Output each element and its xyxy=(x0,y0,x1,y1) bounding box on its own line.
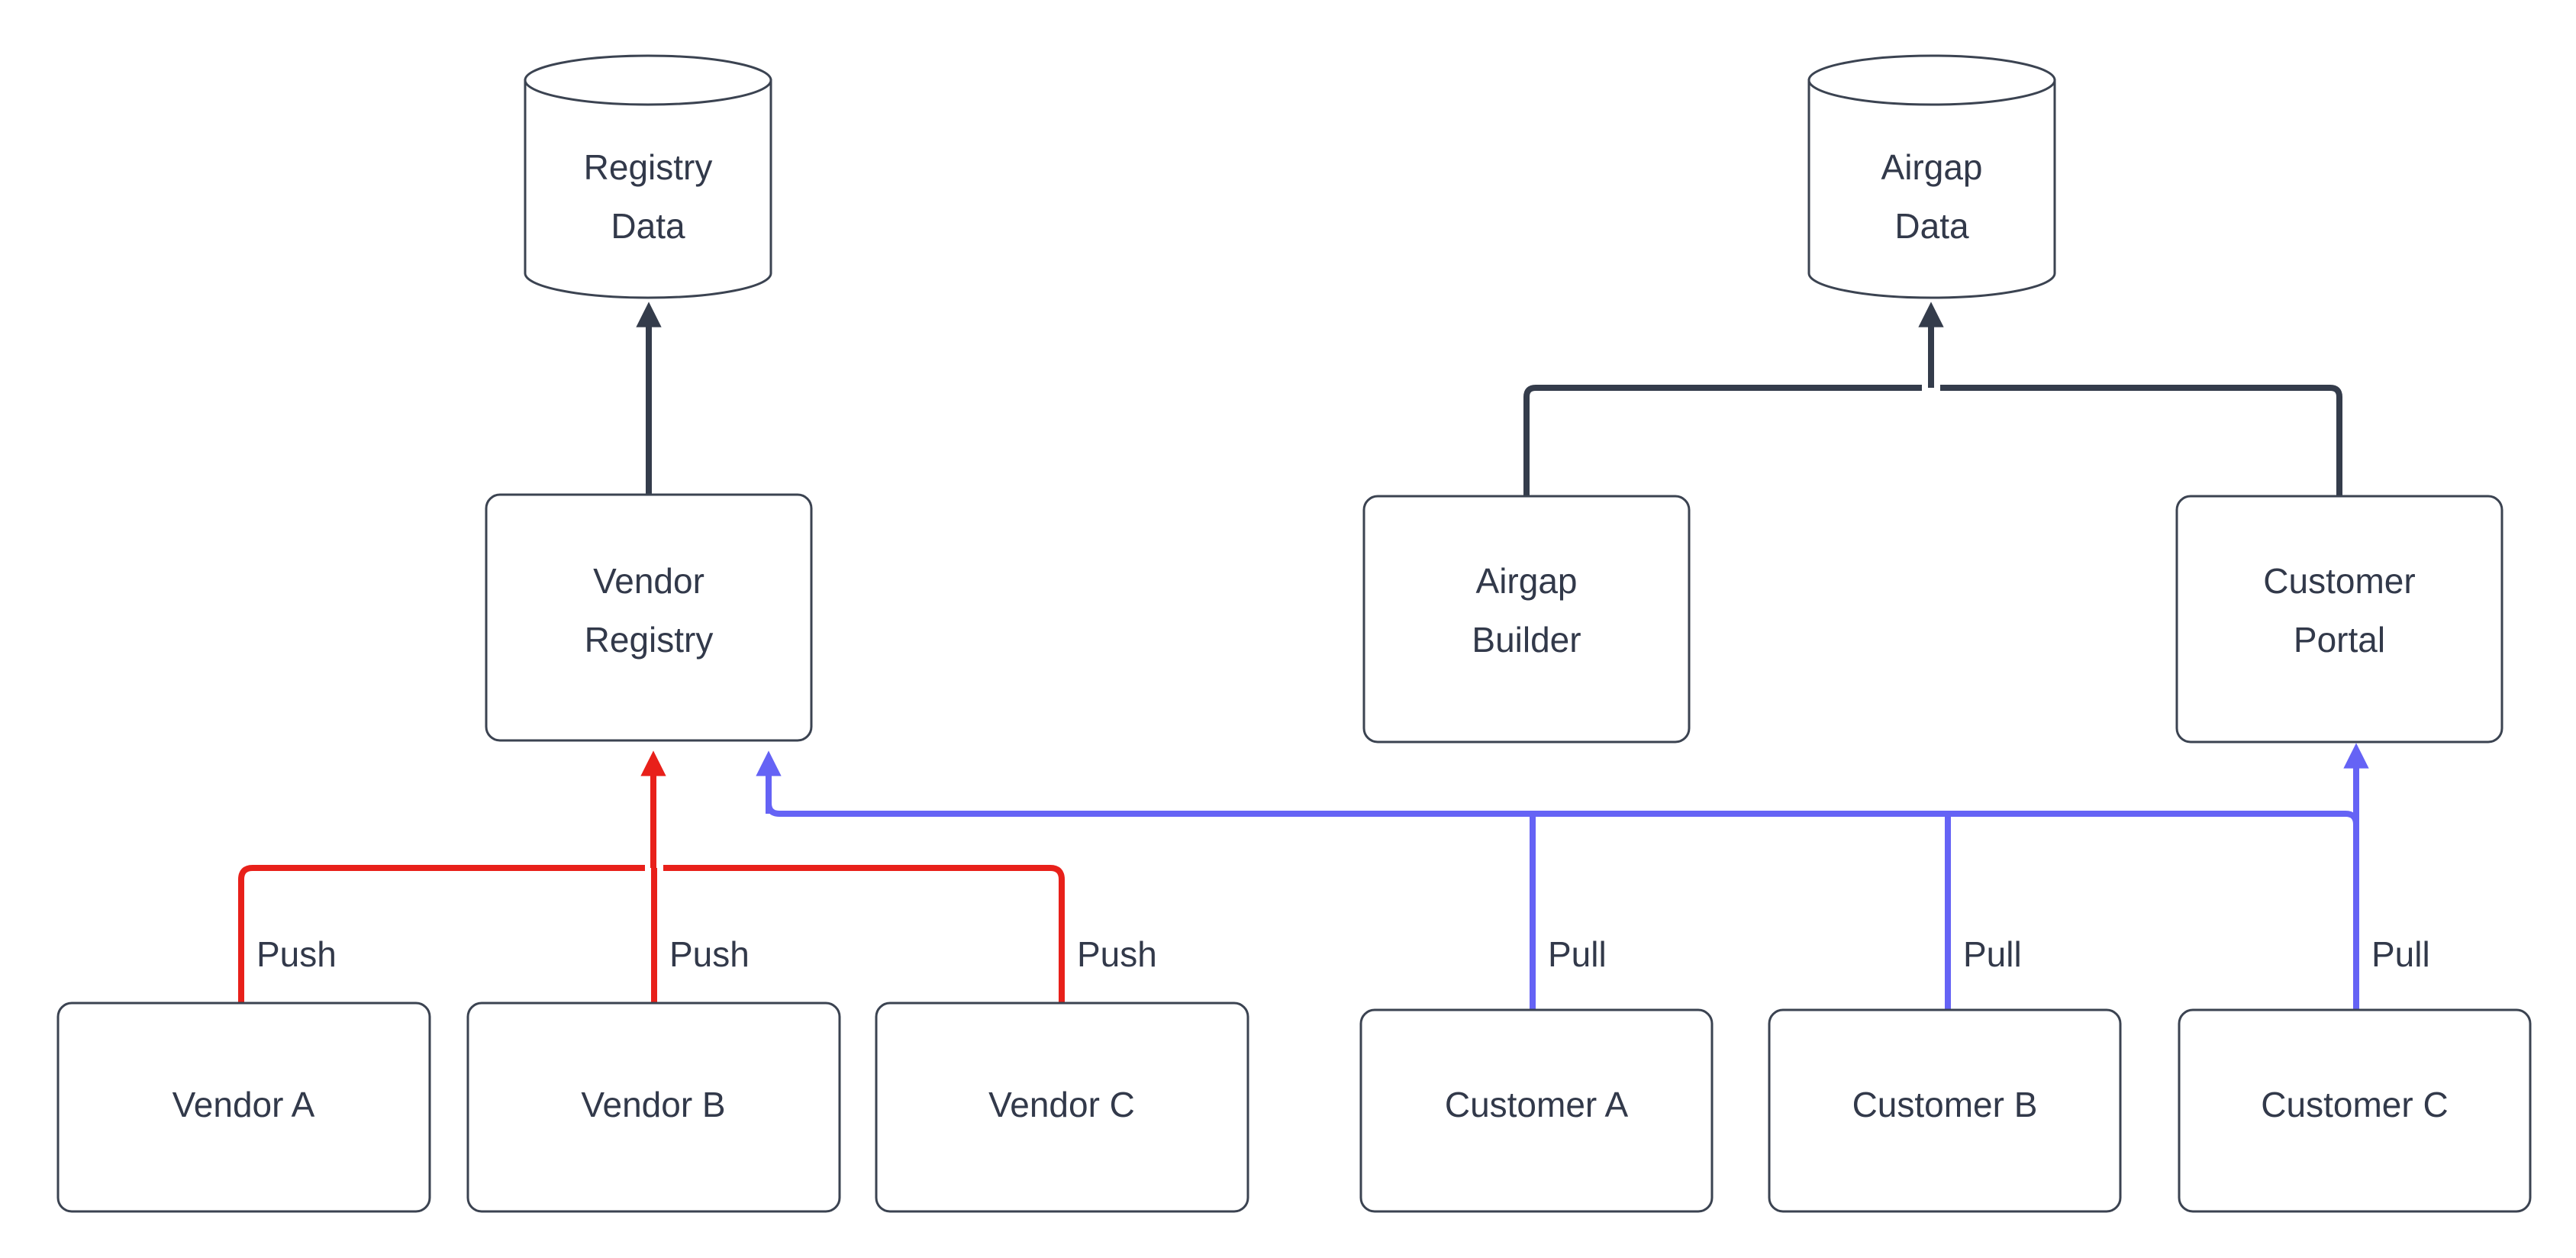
service-customer-portal-label-line2: Portal xyxy=(2294,620,2385,660)
edge-customer-c-pull xyxy=(2343,743,2369,1010)
actor-vendor-a[interactable]: Vendor A xyxy=(56,1002,431,1213)
edge-vendor-c-push xyxy=(663,865,1065,1003)
actor-vendor-c-label: Vendor C xyxy=(988,1085,1135,1124)
datastore-airgap-data-label-line1: Airgap xyxy=(1881,147,1983,187)
service-vendor-registry-label-line2: Registry xyxy=(585,620,714,660)
edge-label-push-vendor-b: Push xyxy=(669,934,750,974)
service-airgap-builder-label-line2: Builder xyxy=(1472,620,1581,660)
actor-customer-c-label: Customer C xyxy=(2261,1085,2448,1124)
service-vendor-registry-label-line1: Vendor xyxy=(593,561,704,601)
service-airgap-builder[interactable]: Airgap Builder xyxy=(1362,495,1691,744)
datastore-registry-data-label-line1: Registry xyxy=(584,147,713,187)
datastore-registry-data-label-line2: Data xyxy=(611,206,685,246)
actor-customer-c[interactable]: Customer C xyxy=(2178,1008,2532,1213)
actor-customer-b-label: Customer B xyxy=(1852,1085,2038,1124)
edge-label-pull-customer-c: Pull xyxy=(2371,934,2430,974)
service-airgap-builder-label-line1: Airgap xyxy=(1476,561,1578,601)
actor-vendor-a-label: Vendor A xyxy=(172,1085,315,1124)
edge-pull-trunk xyxy=(766,763,2345,817)
edge-label-push-vendor-c: Push xyxy=(1077,934,1157,974)
actor-vendor-b-label: Vendor B xyxy=(581,1085,725,1124)
actor-vendor-b[interactable]: Vendor B xyxy=(466,1002,841,1213)
service-customer-portal[interactable]: Customer Portal xyxy=(2175,495,2503,744)
actor-customer-a-label: Customer A xyxy=(1445,1085,1629,1124)
edge-vendor-a-push xyxy=(238,865,645,1003)
actor-customer-b[interactable]: Customer B xyxy=(1768,1008,2122,1213)
edge-label-pull-customer-b: Pull xyxy=(1963,934,2022,974)
datastore-registry-data[interactable]: Registry Data xyxy=(524,54,772,299)
service-vendor-registry[interactable]: Vendor Registry xyxy=(485,493,813,742)
edge-label-push-vendor-a: Push xyxy=(256,934,337,974)
service-customer-portal-label-line1: Customer xyxy=(2263,561,2415,601)
datastore-airgap-data-label-line2: Data xyxy=(1894,206,1969,246)
edge-label-pull-customer-a: Pull xyxy=(1548,934,1607,974)
actor-vendor-c[interactable]: Vendor C xyxy=(875,1002,1249,1213)
datastore-airgap-data[interactable]: Airgap Data xyxy=(1807,54,2056,299)
edge-customer-portal-to-airgap-data xyxy=(1940,385,2342,496)
actor-customer-a[interactable]: Customer A xyxy=(1359,1008,1714,1213)
edge-airgap-builder-to-airgap-data xyxy=(1523,385,1922,496)
